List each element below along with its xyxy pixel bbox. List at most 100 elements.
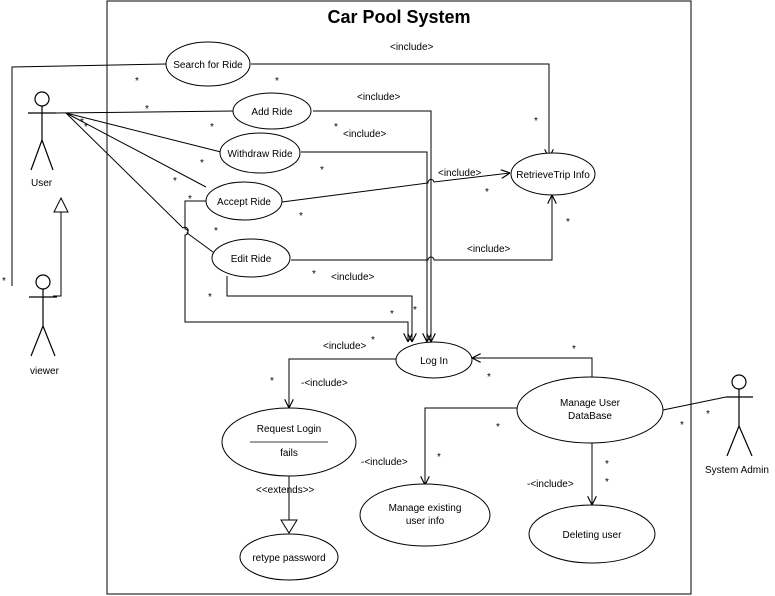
label-include-login-request: <include> <box>323 341 367 352</box>
actor-user <box>28 91 56 171</box>
include-edit-login <box>226 276 412 342</box>
label-include-manage-existing: -<include> <box>361 457 408 468</box>
svg-text:*: * <box>566 217 570 228</box>
extends-relation <box>280 476 298 534</box>
label-include-edit-retrieve: <include> <box>467 244 511 255</box>
include-accept-login <box>184 200 408 342</box>
include-login-request <box>289 358 402 408</box>
include-accept-retrieve <box>281 173 510 203</box>
svg-text:*: * <box>2 276 6 287</box>
svg-text:DataBase: DataBase <box>568 411 612 422</box>
actor-viewer-label: viewer <box>30 366 60 377</box>
svg-text:Log In: Log In <box>420 356 448 367</box>
label-extends: <<extends>> <box>256 485 315 496</box>
svg-text:Withdraw Ride: Withdraw Ride <box>227 149 292 160</box>
svg-text:*: * <box>605 459 609 470</box>
svg-text:*: * <box>390 309 394 320</box>
use-case-log-in: Log In <box>395 341 473 379</box>
include-add-login <box>313 110 431 342</box>
actor-system-admin <box>726 374 753 457</box>
svg-text:*: * <box>270 376 274 387</box>
assoc-viewer-search <box>11 63 167 286</box>
svg-text:*: * <box>413 305 417 316</box>
associations-user <box>11 63 235 286</box>
use-case-add-ride: Add Ride <box>232 92 312 130</box>
include-manage-login <box>472 358 593 378</box>
use-case-manage-user-database: Manage User DataBase <box>516 376 664 444</box>
label-include-add: <include> <box>357 92 401 103</box>
svg-text:Search for Ride: Search for Ride <box>173 60 243 71</box>
svg-text:*: * <box>145 104 149 115</box>
svg-text:Accept Ride: Accept Ride <box>217 197 271 208</box>
label-include-deleting: -<include> <box>527 479 574 490</box>
actor-system-admin-label: System Admin <box>705 465 769 476</box>
svg-text:retype password: retype password <box>252 553 325 564</box>
svg-text:*: * <box>188 194 192 205</box>
use-case-request-login: Request Login fails <box>221 407 357 477</box>
actor-viewer <box>29 274 57 357</box>
label-include-withdraw: <include> <box>343 129 387 140</box>
include-withdraw-login <box>301 151 427 342</box>
svg-text:fails: fails <box>280 448 298 459</box>
use-case-edit-ride: Edit Ride <box>211 238 291 278</box>
svg-text:Request Login: Request Login <box>257 424 322 435</box>
assoc-user-edit <box>65 112 214 253</box>
svg-text:*: * <box>312 269 316 280</box>
svg-text:*: * <box>437 452 441 463</box>
svg-text:*: * <box>496 422 500 433</box>
svg-text:*: * <box>534 116 538 127</box>
svg-text:*: * <box>485 187 489 198</box>
svg-text:*: * <box>214 226 218 237</box>
svg-text:*: * <box>173 176 177 187</box>
svg-text:*: * <box>84 122 88 133</box>
label-include-edit-login: <include> <box>331 272 375 283</box>
svg-text:*: * <box>135 76 139 87</box>
label-include-request: -<include> <box>301 378 348 389</box>
svg-text:Manage User: Manage User <box>560 398 621 409</box>
svg-text:Edit Ride: Edit Ride <box>231 254 272 265</box>
include-manage-existing <box>425 407 519 485</box>
include-relations <box>184 63 593 505</box>
multiplicity-markers: * * * * * * * * * * * * * * * * * * * * … <box>2 76 710 488</box>
svg-text:*: * <box>320 165 324 176</box>
svg-text:*: * <box>371 335 375 346</box>
assoc-user-withdraw <box>65 112 222 153</box>
svg-text:*: * <box>605 477 609 488</box>
svg-text:Deleting user: Deleting user <box>563 530 623 541</box>
assoc-user-accept <box>65 112 207 188</box>
relation-labels: <include> <include> <include> <include> … <box>256 42 574 496</box>
svg-text:*: * <box>334 122 338 133</box>
assoc-admin-manage <box>662 396 727 411</box>
svg-text:Add Ride: Add Ride <box>251 107 293 118</box>
svg-text:*: * <box>680 420 684 431</box>
diagram-title: Car Pool System <box>327 7 470 27</box>
use-case-search-for-ride: Search for Ride <box>165 41 251 87</box>
actor-user-label: User <box>31 178 53 189</box>
svg-text:RetrieveTrip Info: RetrieveTrip Info <box>516 170 590 181</box>
assoc-user-add <box>55 110 235 114</box>
svg-text:*: * <box>487 372 491 383</box>
use-case-retype-password: retype password <box>239 533 339 581</box>
generalization-viewer-user <box>53 196 69 297</box>
svg-text:*: * <box>80 117 84 128</box>
label-include-search: <include> <box>390 42 434 53</box>
include-search-retrieve <box>251 63 549 158</box>
include-edit-retrieve <box>291 195 552 261</box>
use-case-manage-existing-user-info: Manage existing user info <box>359 483 491 547</box>
svg-text:*: * <box>200 158 204 169</box>
svg-text:*: * <box>208 292 212 303</box>
use-case-withdraw-ride: Withdraw Ride <box>219 132 301 174</box>
svg-text:*: * <box>572 344 576 355</box>
system-boundary <box>106 0 692 595</box>
label-include-accept: <include> <box>438 168 482 179</box>
svg-text:*: * <box>706 409 710 420</box>
svg-text:*: * <box>210 122 214 133</box>
use-case-deleting-user: Deleting user <box>528 504 656 564</box>
svg-text:*: * <box>275 76 279 87</box>
svg-text:Manage existing: Manage existing <box>389 503 462 514</box>
svg-text:*: * <box>299 211 303 222</box>
svg-text:user info: user info <box>406 516 445 527</box>
use-case-retrieve-trip-info: RetrieveTrip Info <box>510 152 596 196</box>
